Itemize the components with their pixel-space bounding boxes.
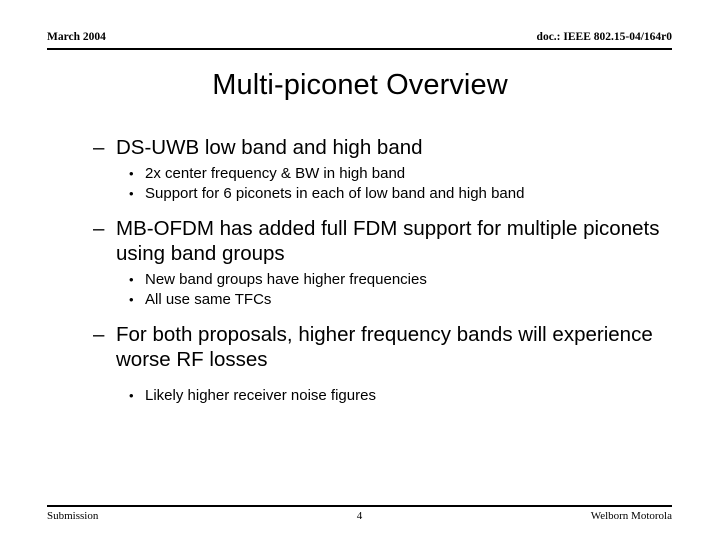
dash-marker: – bbox=[93, 136, 105, 159]
bullet-marker: • bbox=[129, 388, 134, 403]
header-date: March 2004 bbox=[47, 31, 106, 43]
bullet-text: All use same TFCs bbox=[145, 290, 272, 308]
bullet-text: MB-OFDM has added full FDM support for m… bbox=[116, 217, 660, 265]
footer-submission-label: Submission bbox=[47, 510, 99, 522]
bullet-text: 2x center frequency & BW in high band bbox=[145, 165, 406, 182]
bullet-level3: • Likely higher receiver noise figures bbox=[93, 386, 688, 406]
slide-footer: Submission 4 Welborn Motorola bbox=[47, 509, 672, 525]
dash-marker: – bbox=[93, 323, 105, 346]
page-title: Multi-piconet Overview bbox=[212, 69, 508, 101]
bullet-text: DS-UWB low band and high band bbox=[116, 136, 423, 159]
bullet-level3: • New band groups have higher frequencie… bbox=[93, 270, 688, 290]
bullet-text: Support for 6 piconets in each of low ba… bbox=[145, 184, 525, 202]
bullet-text: For both proposals, higher frequency ban… bbox=[116, 323, 653, 371]
bullet-level2: – MB-OFDM has added full FDM support for… bbox=[93, 216, 688, 266]
bullet-level2: – For both proposals, higher frequency b… bbox=[93, 322, 688, 372]
bullet-text: Likely higher receiver noise figures bbox=[145, 387, 376, 404]
footer-author: Welborn Motorola bbox=[590, 510, 672, 522]
header-document-id: doc.: IEEE 802.15-04/164r0 bbox=[536, 31, 672, 43]
bullet-marker: • bbox=[129, 185, 134, 201]
header-divider bbox=[47, 48, 672, 50]
bullet-text: New band groups have higher frequencies bbox=[145, 271, 427, 288]
slide-header: March 2004 doc.: IEEE 802.15-04/164r0 bbox=[47, 30, 672, 52]
bullet-level3: • Support for 6 piconets in each of low … bbox=[93, 184, 688, 204]
bullet-level3: • All use same TFCs bbox=[93, 290, 688, 310]
footer-page-number: 4 bbox=[356, 510, 363, 522]
bullet-level3: • 2x center frequency & BW in high band bbox=[93, 164, 688, 184]
slide-body: – DS-UWB low band and high band • 2x cen… bbox=[93, 135, 688, 406]
bullet-marker: • bbox=[129, 291, 134, 307]
bullet-level2: – DS-UWB low band and high band bbox=[93, 135, 688, 160]
bullet-marker: • bbox=[129, 166, 134, 181]
footer-divider bbox=[47, 505, 672, 507]
dash-marker: – bbox=[93, 217, 105, 240]
bullet-marker: • bbox=[129, 272, 134, 287]
